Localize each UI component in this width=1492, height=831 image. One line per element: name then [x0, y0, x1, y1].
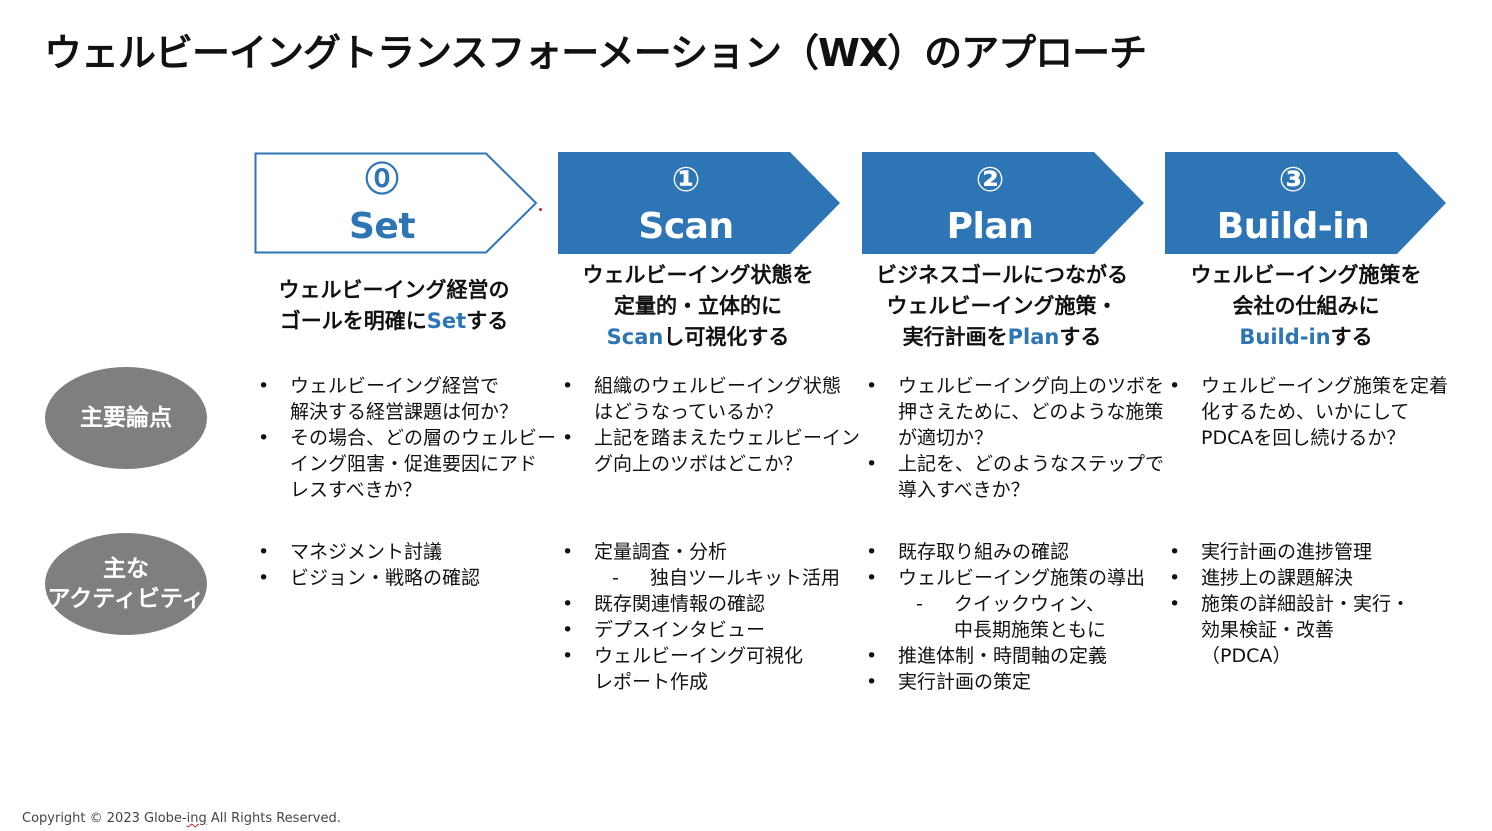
list-item: 推進体制・時間軸の定義 [862, 643, 1145, 669]
heading-line: 会社の仕組みに [1232, 293, 1380, 318]
phase-label: Plan [946, 206, 1034, 247]
phase-scan-heading: ウェルビーイング状態を 定量的・立体的に Scanし可視化する [550, 258, 846, 354]
list-item: 定量調査・分析独自ツールキット活用 [558, 539, 840, 591]
heading-line: ビジネスゴールにつながる [876, 262, 1128, 287]
heading-line: Scanし可視化する [606, 324, 790, 349]
phase-number: ③ [1278, 160, 1308, 200]
list-item: 施策の詳細設計・実行・効果検証・改善（PDCA） [1165, 591, 1410, 669]
phase-label: Scan [638, 206, 734, 247]
scan-activities-list: 定量調査・分析独自ツールキット活用 既存関連情報の確認 デプスインタビュー ウェ… [558, 539, 840, 695]
phase-set-chevron: ⓪ Set [254, 152, 538, 254]
phase-buildin-chevron: ③ Build-in [1165, 152, 1447, 254]
phase-plan-heading: ビジネスゴールにつながる ウェルビーイング施策・ 実行計画をPlanする [854, 258, 1150, 354]
heading-line: 定量的・立体的に [614, 293, 782, 318]
list-item: デプスインタビュー [558, 617, 840, 643]
heading-line: ゴールを明確にSetする [279, 309, 509, 333]
page-title: ウェルビーイングトランスフォーメーション（WX）のアプローチ [44, 31, 1147, 75]
list-item: 実行計画の策定 [862, 669, 1145, 695]
phase-buildin-heading: ウェルビーイング施策を 会社の仕組みに Build-inする [1158, 258, 1454, 354]
list-item: マネジメント討議 [254, 539, 480, 565]
copyright-footer: Copyright © 2023 Globe-ing All Rights Re… [22, 811, 341, 826]
row-label-main-activities: 主な アクティビティ [45, 533, 207, 635]
phase-label: Build-in [1216, 206, 1370, 247]
stray-red-dot [539, 208, 542, 211]
heading-line: ウェルビーイング経営の [278, 278, 510, 302]
phase-number: ② [975, 160, 1005, 200]
heading-line: Build-inする [1239, 324, 1373, 349]
list-item: 既存取り組みの確認 [862, 539, 1145, 565]
heading-line: 実行計画をPlanする [902, 324, 1102, 349]
row-label-key-issues: 主要論点 [45, 367, 207, 469]
list-item: 実行計画の進捗管理 [1165, 539, 1410, 565]
phase-label: Set [348, 206, 416, 247]
buildin-activities-list: 実行計画の進捗管理 進捗上の課題解決 施策の詳細設計・実行・効果検証・改善（PD… [1165, 539, 1410, 669]
phase-scan-chevron: ① Scan [558, 152, 842, 254]
list-item: ビジョン・戦略の確認 [254, 565, 480, 591]
phase-number: ⓪ [365, 160, 399, 200]
list-item: 既存関連情報の確認 [558, 591, 840, 617]
list-item: ウェルビーイング施策の導出クイックウィン、中長期施策ともに [862, 565, 1145, 643]
plan-activities-list: 既存取り組みの確認 ウェルビーイング施策の導出クイックウィン、中長期施策ともに … [862, 539, 1145, 695]
set-activities-list: マネジメント討議 ビジョン・戦略の確認 [254, 539, 480, 591]
heading-line: ウェルビーイング施策・ [886, 293, 1118, 318]
heading-line: ウェルビーイング状態を [582, 262, 814, 287]
phase-plan-chevron: ② Plan [862, 152, 1146, 254]
phase-number: ① [671, 160, 701, 200]
phase-set-heading: ウェルビーイング経営の ゴールを明確にSetする [246, 258, 542, 354]
list-item: 進捗上の課題解決 [1165, 565, 1410, 591]
heading-line: ウェルビーイング施策を [1190, 262, 1422, 287]
